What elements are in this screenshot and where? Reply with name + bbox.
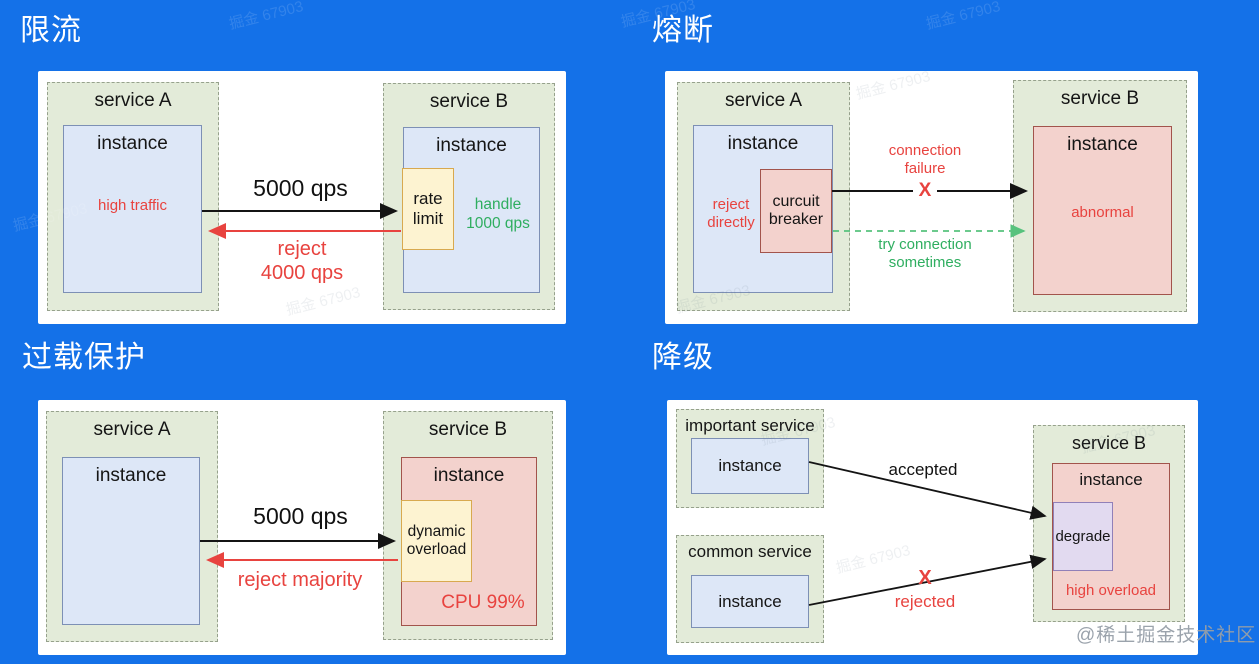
instance-a-box: instance: [62, 457, 200, 625]
service-b-label: service B: [1071, 433, 1147, 453]
common-instance-box: instance: [691, 575, 809, 628]
ghost-watermark: 掘金 67903: [924, 0, 1003, 33]
high-overload-note: high overload: [1065, 582, 1157, 599]
panel-rate-limit: service A instance high traffic service …: [38, 71, 566, 324]
instance-a-label: instance: [727, 133, 799, 154]
instance-b-box: instance: [1033, 126, 1172, 295]
service-a-label: service A: [94, 90, 172, 111]
abnormal-note: abnormal: [1071, 204, 1134, 221]
section-title-circuit-break: 熔断: [652, 14, 714, 47]
panel-degrade: important service instance common servic…: [667, 400, 1198, 655]
cpu-usage-note: CPU 99%: [441, 592, 525, 613]
connection-failure-label: connection failure: [888, 142, 962, 177]
service-b-label: service B: [1060, 88, 1140, 109]
common-service-label: common service: [688, 542, 812, 561]
accepted-label: accepted: [888, 460, 958, 479]
reject-majority-label: reject majority: [237, 569, 363, 591]
section-title-degrade: 降级: [652, 341, 714, 374]
section-title-overload: 过载保护: [22, 341, 146, 374]
handle-qps-note: handle 1000 qps: [466, 196, 530, 232]
juejin-watermark: @稀土掘金技术社区: [1076, 625, 1257, 646]
instance-b-label: instance: [1079, 470, 1143, 489]
instance-a-label: instance: [95, 465, 167, 486]
section-title-rate-limit: 限流: [20, 14, 82, 47]
important-service-label: important service: [685, 416, 815, 435]
qps-label: 5000 qps: [253, 175, 348, 201]
important-instance-box: instance: [691, 438, 809, 494]
circuit-breaker-box: curcuit breaker: [760, 169, 832, 253]
rejected-x-mark: X: [918, 567, 932, 589]
try-connection-label: try connection sometimes: [878, 236, 972, 271]
rate-limit-gate-box: rate limit: [402, 168, 454, 250]
panel-circuit-break: service A instance reject directly curcu…: [665, 71, 1198, 324]
dynamic-overload-gate-box: dynamic overload: [401, 500, 472, 582]
instance-b-label: instance: [433, 465, 505, 486]
rejected-label: rejected: [894, 592, 956, 611]
instance-b-label: instance: [436, 135, 507, 156]
instance-b-label: instance: [1067, 134, 1138, 155]
reject-qps-label: reject 4000 qps: [260, 238, 344, 284]
service-a-label: service A: [724, 90, 803, 111]
failure-x-mark: X: [918, 180, 932, 201]
service-b-label: service B: [428, 419, 508, 440]
ghost-watermark: 掘金 67903: [227, 0, 306, 33]
reject-directly-note: reject directly: [707, 196, 755, 231]
high-traffic-note: high traffic: [98, 197, 167, 214]
degrade-gate-box: degrade: [1053, 502, 1113, 571]
service-b-label: service B: [429, 91, 509, 112]
instance-a-label: instance: [97, 133, 168, 154]
service-a-label: service A: [93, 419, 171, 440]
qps-label: 5000 qps: [253, 503, 348, 529]
panel-overload: service A instance service B instance dy…: [38, 400, 566, 655]
instance-a-box: instance: [63, 125, 202, 293]
